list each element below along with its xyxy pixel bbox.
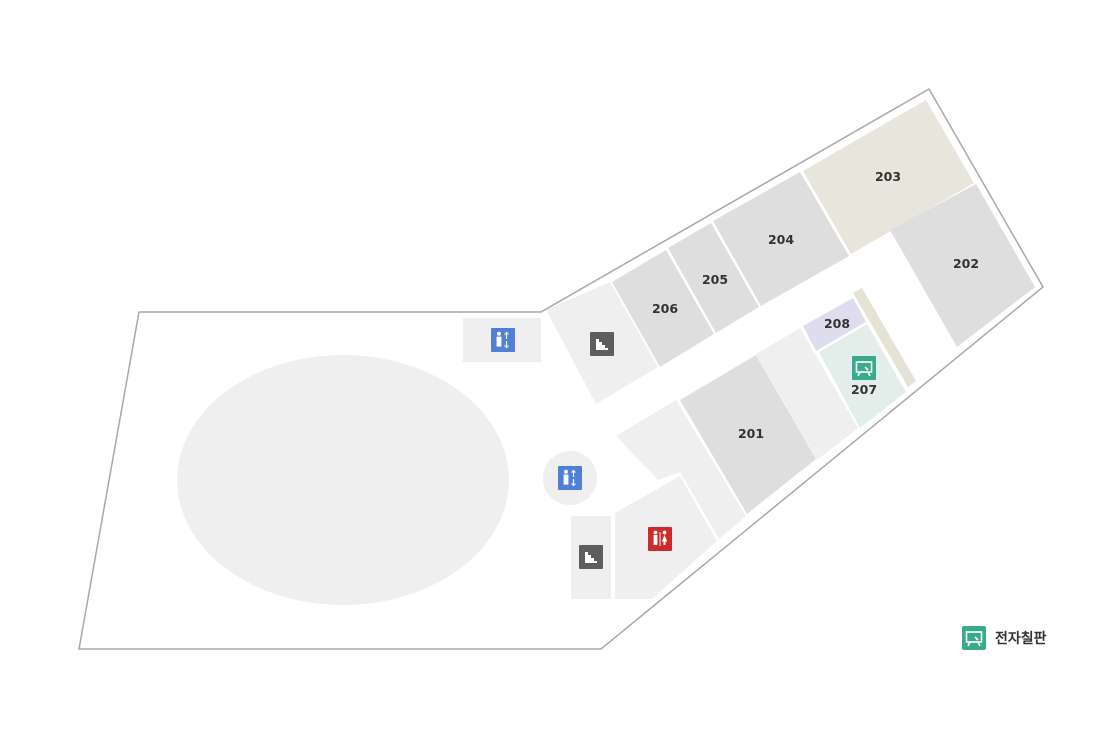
corridor-area	[756, 328, 858, 460]
room-label-201: 201	[738, 426, 764, 441]
room-label-202: 202	[953, 256, 979, 271]
room-label-205: 205	[702, 272, 728, 287]
room-strip	[853, 288, 916, 387]
room-label-208: 208	[824, 316, 850, 331]
room-202	[890, 184, 1035, 347]
restroom-icon	[648, 527, 672, 551]
elevator-icon	[491, 328, 515, 352]
electronic-board-icon	[852, 356, 876, 380]
stairs-icon	[590, 332, 614, 356]
room-label-203: 203	[875, 169, 901, 184]
room-205	[668, 223, 759, 333]
room-label-206: 206	[652, 301, 678, 316]
room-204	[713, 172, 849, 306]
room-201	[680, 355, 816, 514]
service-area-south	[616, 400, 746, 539]
electronic-board-icon	[962, 626, 986, 650]
room-label-207: 207	[851, 382, 877, 397]
atrium-area	[177, 355, 509, 605]
room-203	[803, 100, 974, 254]
room-label-204: 204	[768, 232, 794, 247]
legend: 전자칠판	[962, 626, 1047, 650]
elevator-icon	[558, 466, 582, 490]
stairs-icon	[579, 545, 603, 569]
room-206	[612, 250, 714, 367]
legend-label-electronic-board: 전자칠판	[995, 631, 1047, 647]
room-208	[803, 298, 866, 351]
